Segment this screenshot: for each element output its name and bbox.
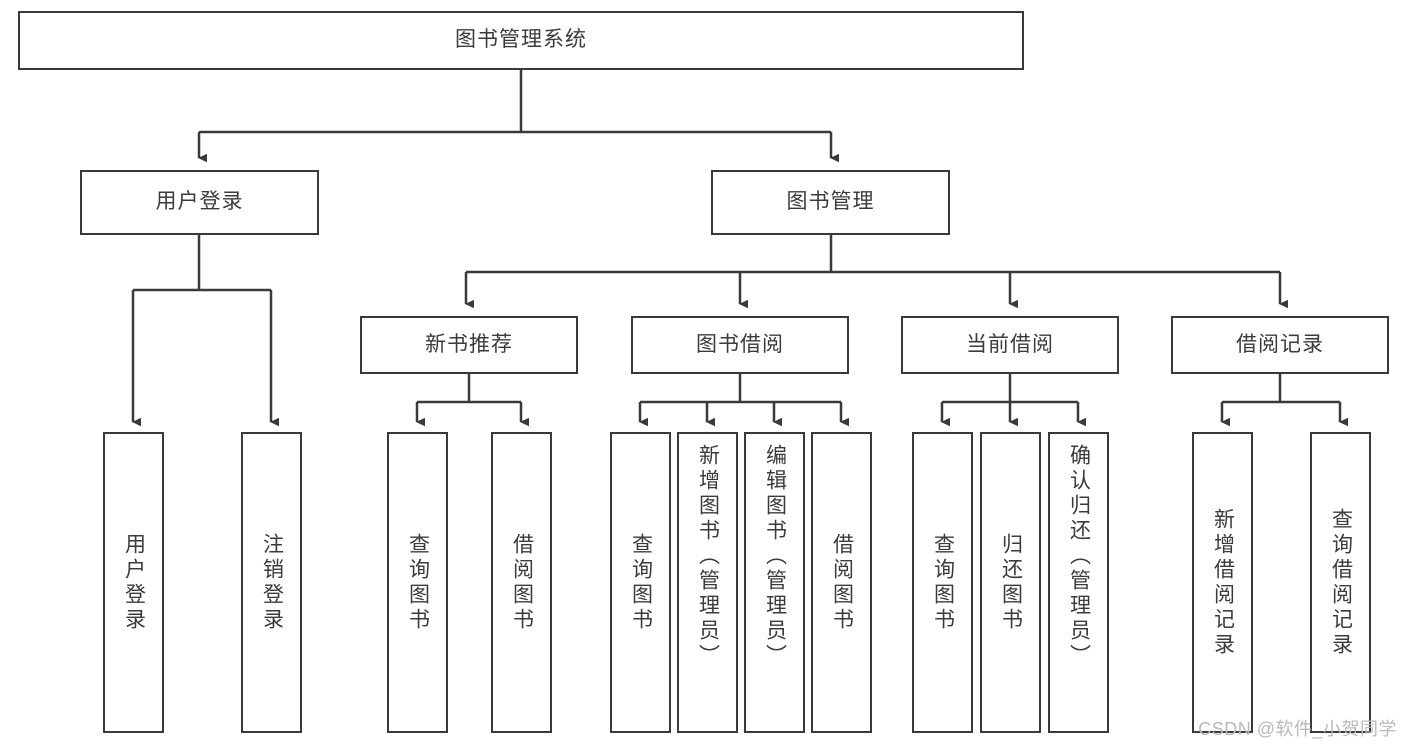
- node-label: 查询图书: [931, 532, 955, 633]
- node-label: 查询图书: [629, 532, 653, 633]
- leaf-borrow-record-query-record[interactable]: 查询借阅记录: [1310, 432, 1371, 733]
- node-user-login[interactable]: 用户登录: [80, 170, 319, 235]
- leaf-new-book-query-books[interactable]: 查询图书: [387, 432, 448, 733]
- node-book-borrowing[interactable]: 图书借阅: [631, 316, 849, 374]
- node-label: 查询图书: [406, 532, 430, 633]
- node-book-management[interactable]: 图书管理: [711, 170, 950, 235]
- node-label: 新增借阅记录: [1211, 507, 1235, 658]
- node-label: 新增图书（管理员）: [696, 444, 720, 669]
- node-label: 借阅图书: [510, 532, 534, 633]
- node-borrowing-records[interactable]: 借阅记录: [1171, 316, 1389, 374]
- node-label: 编辑图书（管理员）: [763, 444, 787, 669]
- node-label: 确认归还（管理员）: [1067, 444, 1091, 669]
- node-label: 图书借阅: [696, 332, 784, 356]
- node-current-borrowing[interactable]: 当前借阅: [901, 316, 1119, 374]
- node-label: 新书推荐: [425, 332, 513, 356]
- node-root-book-management-system[interactable]: 图书管理系统: [18, 11, 1024, 70]
- node-label: 借阅记录: [1236, 332, 1324, 356]
- leaf-borrow-record-add-record[interactable]: 新增借阅记录: [1192, 432, 1253, 733]
- node-label: 注销登录: [260, 532, 284, 633]
- leaf-current-borrow-query-books[interactable]: 查询图书: [912, 432, 973, 733]
- leaf-book-borrow-add-book-admin[interactable]: 新增图书（管理员）: [677, 432, 738, 733]
- leaf-current-borrow-confirm-return-admin[interactable]: 确认归还（管理员）: [1048, 432, 1109, 733]
- node-label: 归还图书: [999, 532, 1023, 633]
- leaf-book-borrow-edit-book-admin[interactable]: 编辑图书（管理员）: [744, 432, 805, 733]
- leaf-current-borrow-return-books[interactable]: 归还图书: [980, 432, 1041, 733]
- node-label: 查询借阅记录: [1329, 507, 1353, 658]
- leaf-user-login-login[interactable]: 用户登录: [103, 432, 164, 733]
- leaf-new-book-borrow-books[interactable]: 借阅图书: [491, 432, 552, 733]
- node-label: 图书管理系统: [455, 28, 587, 52]
- node-label: 用户登录: [155, 190, 244, 214]
- node-new-book-recommendation[interactable]: 新书推荐: [360, 316, 578, 374]
- node-label: 当前借阅: [966, 332, 1054, 356]
- leaf-book-borrow-borrow-books[interactable]: 借阅图书: [811, 432, 872, 733]
- node-label: 图书管理: [786, 190, 875, 214]
- leaf-book-borrow-query-books[interactable]: 查询图书: [610, 432, 671, 733]
- leaf-user-login-logout[interactable]: 注销登录: [241, 432, 302, 733]
- node-label: 用户登录: [122, 532, 146, 633]
- watermark-text: CSDN @软件_小贺同学: [1198, 719, 1397, 739]
- node-label: 借阅图书: [830, 532, 854, 633]
